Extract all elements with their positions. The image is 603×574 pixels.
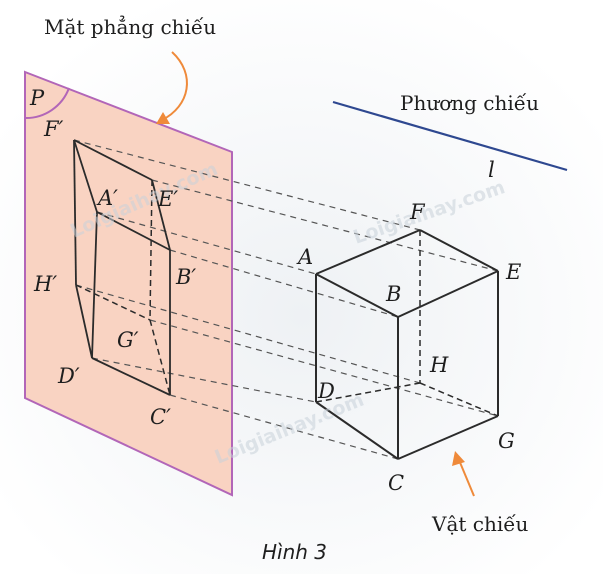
direction-title: Phương chiếu bbox=[400, 91, 539, 115]
ray-f bbox=[73, 139, 421, 231]
object-title: Vật chiếu bbox=[431, 512, 529, 536]
label-g-prime: G′ bbox=[117, 328, 139, 352]
label-b-prime: B′ bbox=[175, 265, 196, 289]
label-d-prime: D′ bbox=[57, 364, 80, 388]
projection-rays bbox=[73, 139, 499, 460]
plane-title-arrowhead bbox=[156, 112, 170, 124]
label-c-prime: C′ bbox=[150, 405, 171, 429]
label-f: F bbox=[409, 200, 426, 224]
label-b: B bbox=[385, 282, 401, 306]
label-e: E bbox=[505, 260, 521, 284]
direction-symbol: l bbox=[488, 158, 495, 182]
label-a-prime: A′ bbox=[96, 186, 118, 210]
label-h: H bbox=[429, 353, 449, 377]
plane-title-arrow bbox=[161, 51, 188, 121]
ray-b bbox=[169, 249, 399, 318]
label-c: C bbox=[388, 471, 404, 495]
image-edges-visible bbox=[73, 139, 171, 396]
label-d: D bbox=[317, 379, 335, 403]
plane-corner-arc bbox=[24, 87, 70, 120]
plane-letter: P bbox=[29, 86, 45, 110]
projection-plane bbox=[24, 70, 233, 497]
object-title-arrow bbox=[458, 459, 475, 497]
ray-g bbox=[149, 319, 499, 417]
cube-edges-visible bbox=[315, 229, 499, 460]
object-title-arrowhead bbox=[452, 451, 465, 466]
figure-caption: Hình 3 bbox=[262, 540, 327, 564]
label-f-prime: F′ bbox=[43, 117, 64, 141]
ray-e bbox=[151, 179, 499, 272]
cube-edges-hidden bbox=[315, 230, 499, 417]
label-h-prime: H′ bbox=[33, 272, 57, 296]
ray-h bbox=[75, 284, 421, 384]
label-a: A bbox=[296, 245, 313, 269]
label-e-prime: E′ bbox=[157, 187, 178, 211]
image-edges-hidden bbox=[75, 179, 171, 396]
ray-d bbox=[91, 357, 317, 403]
label-g: G bbox=[498, 429, 515, 453]
plane-title: Mặt phẳng chiếu bbox=[44, 14, 216, 39]
ray-a bbox=[96, 211, 317, 275]
direction-line bbox=[332, 100, 568, 172]
